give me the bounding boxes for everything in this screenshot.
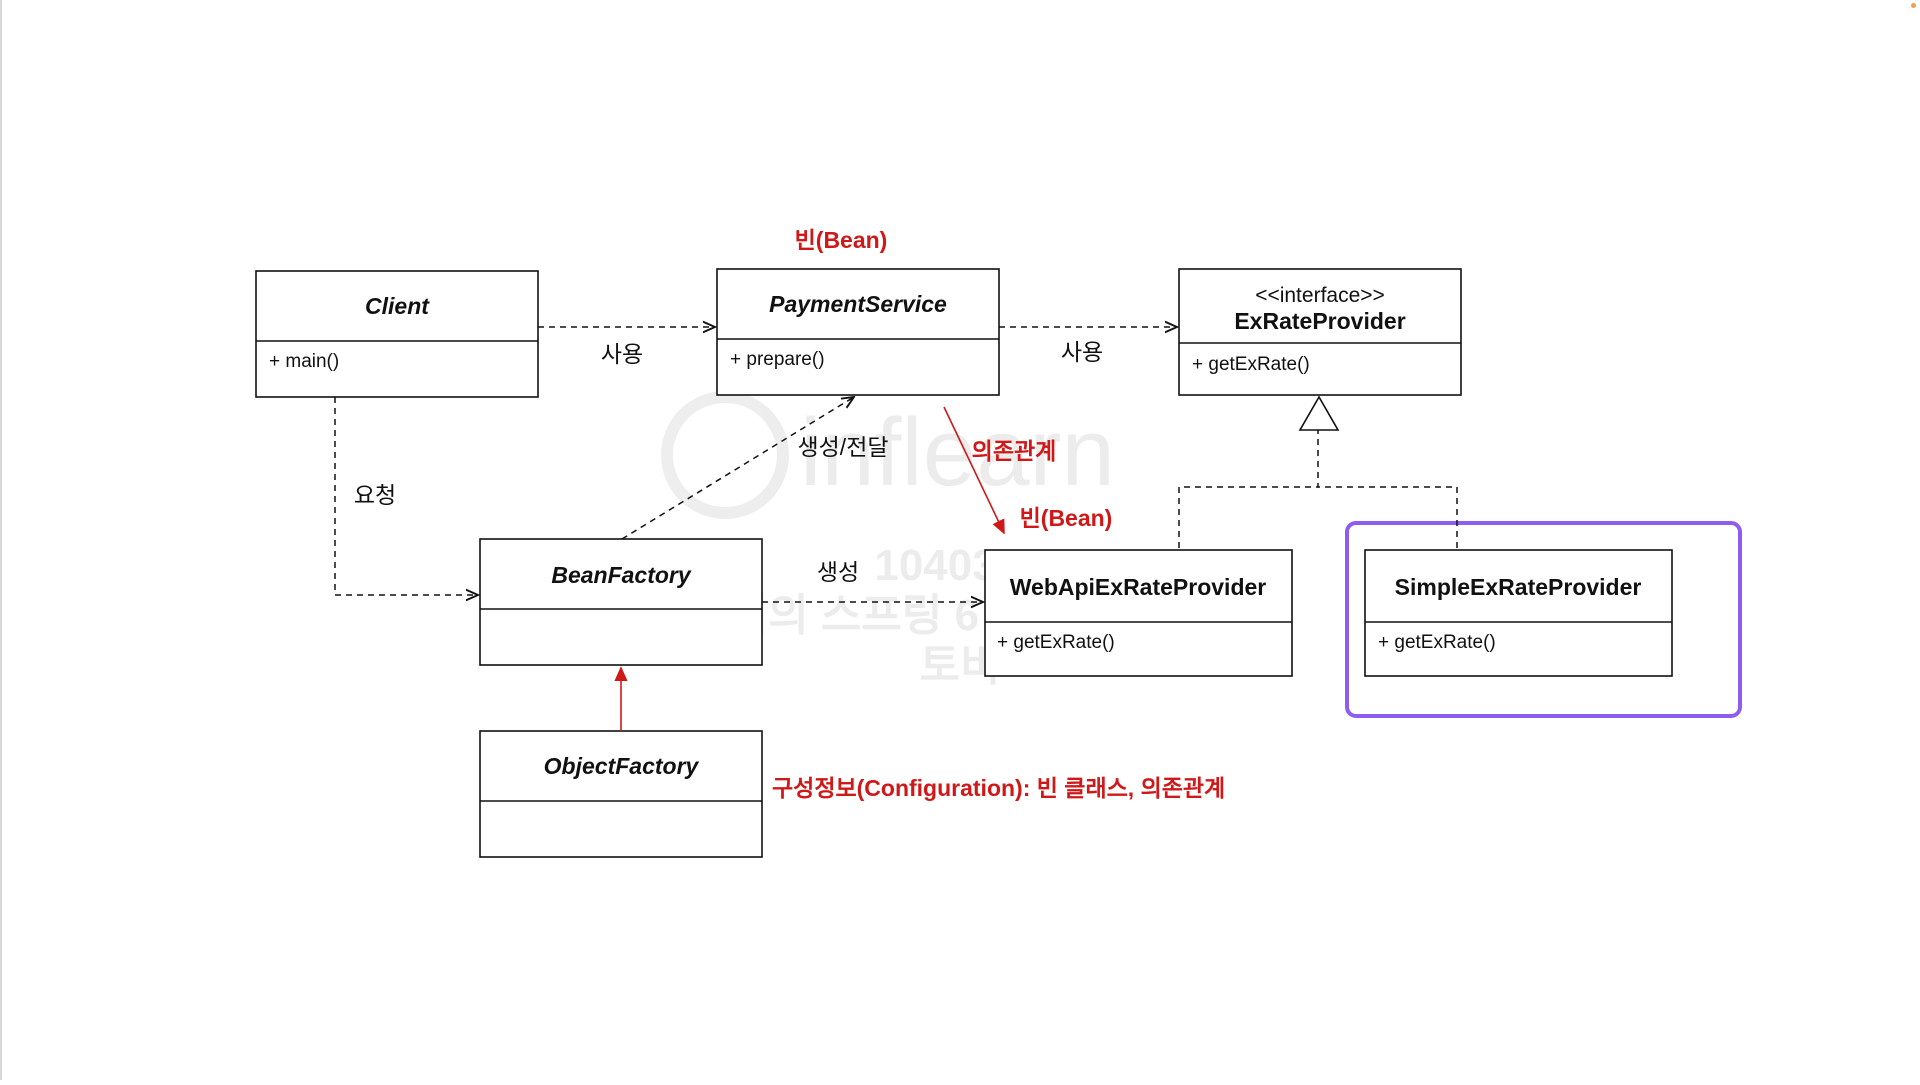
highlight-box	[1345, 521, 1742, 718]
class-bean-factory[interactable]: BeanFactory	[479, 538, 763, 666]
corner-indicator-dot	[1911, 3, 1916, 8]
realization-triangle-icon	[1298, 395, 1340, 431]
class-name: WebApiExRateProvider	[1010, 574, 1267, 600]
class-method: + main()	[269, 351, 339, 372]
edge-client-requests-bean-factory	[334, 397, 478, 595]
class-simple-ex-rate-provider[interactable]: SimpleExRateProvider + getExRate()	[1364, 549, 1673, 677]
class-box	[1364, 549, 1673, 677]
label-uses-payment: 사용	[1061, 339, 1103, 365]
edge-realization-web-api	[1178, 430, 1319, 548]
class-name: ExRateProvider	[1234, 308, 1405, 334]
window-left-edge	[0, 0, 2, 1080]
label-dependency: 의존관계	[972, 438, 1057, 464]
class-web-api-ex-rate-provider[interactable]: WebApiExRateProvider + getExRate()	[984, 549, 1293, 677]
label-create: 생성	[817, 559, 859, 585]
label-bean-top: 빈(Bean)	[795, 227, 888, 253]
class-client[interactable]: Client + main()	[255, 270, 539, 398]
class-stereotype: <<interface>>	[1255, 284, 1385, 307]
edge-bean-factory-creates-payment-service	[621, 397, 854, 540]
class-name: BeanFactory	[551, 562, 692, 588]
label-create-pass: 생성/전달	[797, 434, 888, 460]
watermark-logo-icon	[661, 391, 789, 519]
edge-dependency-red	[943, 406, 1004, 533]
watermark-logo-text: inflearn	[800, 399, 1115, 506]
class-box	[255, 270, 539, 398]
class-ex-rate-provider[interactable]: <<interface>> ExRateProvider + getExRate…	[1178, 268, 1462, 396]
class-method: + getExRate()	[997, 632, 1115, 653]
class-name: SimpleExRateProvider	[1395, 574, 1642, 600]
class-box	[984, 549, 1293, 677]
label-request: 요청	[354, 482, 396, 508]
class-method: + getExRate()	[1192, 354, 1310, 375]
label-bean-mid: 빈(Bean)	[1020, 505, 1113, 531]
label-uses-client: 사용	[601, 341, 643, 367]
class-name: ObjectFactory	[544, 753, 700, 779]
class-payment-service[interactable]: PaymentService + prepare()	[716, 268, 1000, 396]
class-name: Client	[365, 293, 430, 319]
class-method: + prepare()	[730, 349, 825, 370]
class-object-factory[interactable]: ObjectFactory	[479, 730, 763, 858]
class-box	[1178, 268, 1462, 396]
class-box	[479, 538, 763, 666]
label-configuration: 구성정보(Configuration): 빈 클래스, 의존관계	[772, 775, 1225, 801]
class-method: + getExRate()	[1378, 632, 1496, 653]
class-name: PaymentService	[769, 291, 947, 317]
class-box	[479, 730, 763, 858]
class-box	[716, 268, 1000, 396]
edge-realization-simple	[1318, 486, 1458, 548]
